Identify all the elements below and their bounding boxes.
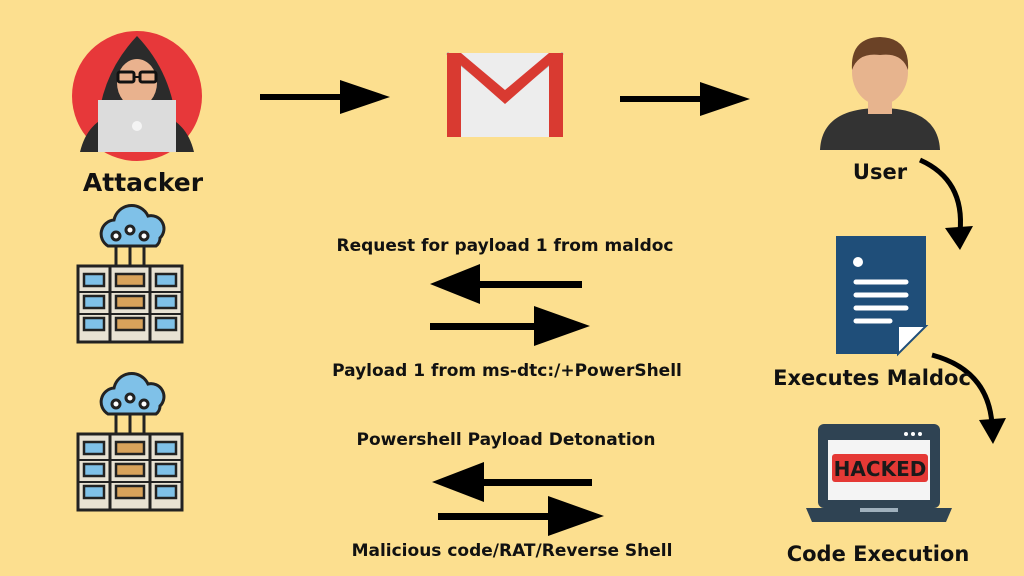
curved-arrow-doc-to-laptop: [931, 352, 1006, 444]
user-label: User: [852, 160, 908, 184]
user-avatar-icon: [820, 37, 940, 150]
gmail-icon: [446, 51, 564, 137]
attacker-label: Attacker: [82, 168, 204, 197]
arrow-right-email-to-user: [620, 82, 750, 116]
stage2-request-label: Powershell Payload Detonation: [356, 430, 656, 450]
hacked-screen-text: HACKED: [834, 457, 927, 481]
stage1-response-label: Payload 1 from ms-dtc:/+PowerShell: [332, 361, 682, 381]
laptop-hacked-icon: [806, 424, 952, 522]
cloud-server-icon: [76, 204, 184, 344]
arrow-left-detonation: [432, 462, 592, 502]
arrow-right-response: [430, 306, 590, 346]
hacker-icon: [72, 31, 202, 161]
arrow-right-payload: [438, 496, 604, 536]
cloud-server-icon: [76, 372, 184, 512]
arrow-left-request: [430, 264, 582, 304]
maldoc-label: Executes Maldoc: [773, 366, 971, 390]
arrow-right-attacker-to-email: [260, 80, 390, 114]
stage2-response-label: Malicious code/RAT/Reverse Shell: [351, 541, 673, 561]
stage1-request-label: Request for payload 1 from maldoc: [336, 236, 674, 256]
curved-arrow-user-to-doc: [918, 157, 973, 250]
document-icon: [836, 236, 929, 357]
code-execution-label: Code Execution: [786, 542, 970, 566]
